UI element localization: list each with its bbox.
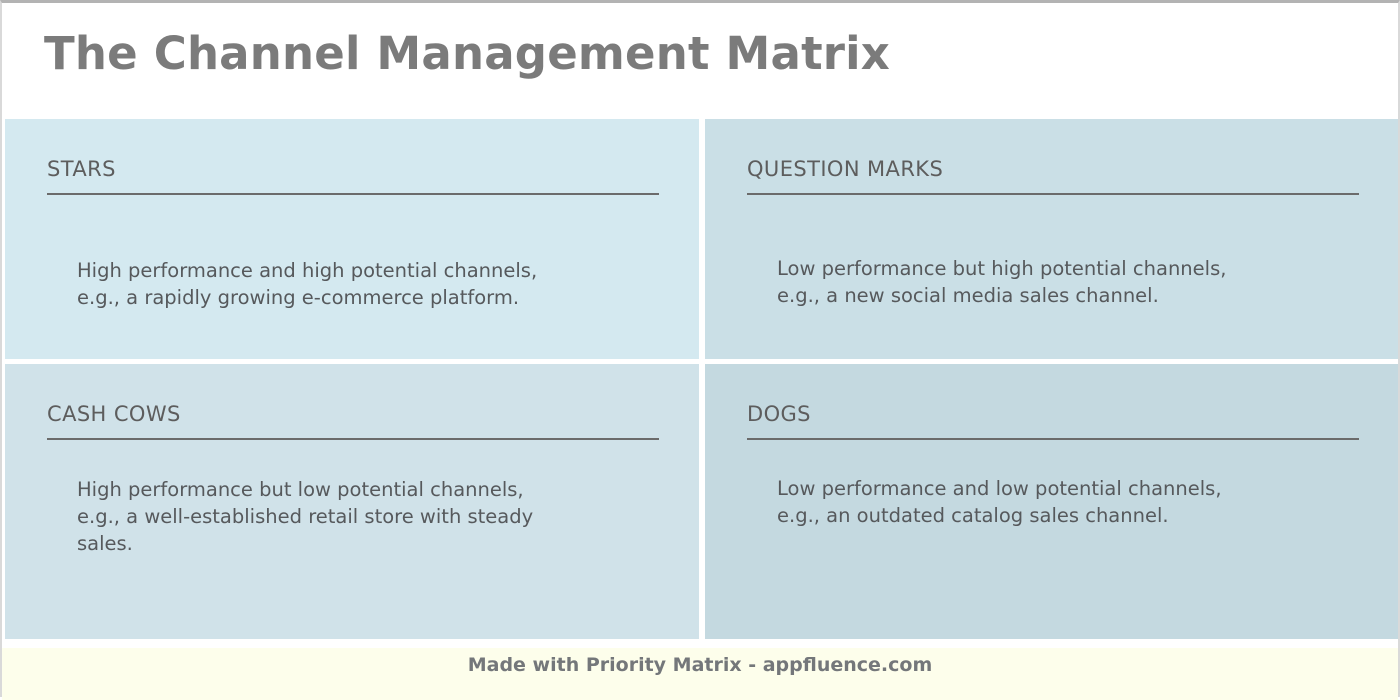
quadrant-title-cash-cows: CASH COWS [47,402,181,426]
quadrant-title-stars: STARS [47,157,116,181]
page-title: The Channel Management Matrix [44,27,891,80]
quadrant-rule-cash-cows [47,438,659,440]
quadrant-stars[interactable]: STARS High performance and high potentia… [5,119,699,359]
quadrant-rule-stars [47,193,659,195]
quadrant-body-stars: High performance and high potential chan… [77,259,538,309]
quadrant-body-cash-cows: High performance but low potential chann… [77,478,534,555]
quadrant-rule-question-marks [747,193,1359,195]
matrix-grid: STARS High performance and high potentia… [5,119,1398,639]
quadrant-question-marks[interactable]: QUESTION MARKS Low performance but high … [705,119,1398,359]
quadrant-dogs[interactable]: DOGS Low performance and low potential c… [705,364,1398,639]
footer-separator [2,639,1398,648]
quadrant-rule-dogs [747,438,1359,440]
quadrant-title-dogs: DOGS [747,402,811,426]
quadrant-title-question-marks: QUESTION MARKS [747,157,944,181]
quadrant-body-dogs: Low performance and low potential channe… [777,477,1222,527]
title-bar: The Channel Management Matrix [2,3,1398,117]
quadrant-body-question-marks: Low performance but high potential chann… [777,257,1227,307]
quadrant-cash-cows[interactable]: CASH COWS High performance but low poten… [5,364,699,639]
footer-attribution[interactable]: Made with Priority Matrix - appfluence.c… [467,654,933,676]
footer-bar: Made with Priority Matrix - appfluence.c… [2,648,1398,700]
